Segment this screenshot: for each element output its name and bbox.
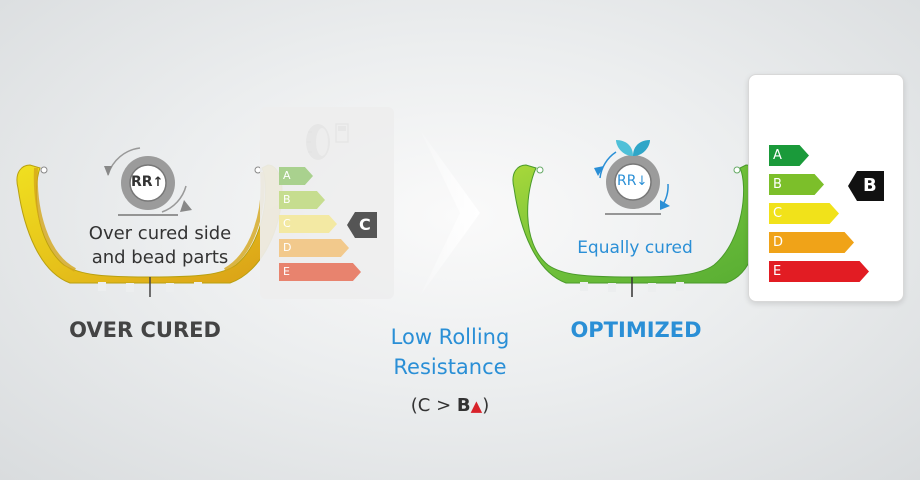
tire-section-optimized xyxy=(512,164,761,297)
title-optimized: OPTIMIZED xyxy=(570,318,702,342)
grade-badge-left: C xyxy=(347,212,377,238)
rr-up-icon xyxy=(104,147,192,216)
left-bar-b: B xyxy=(279,191,325,209)
title-low-rolling-resistance: Low Rolling Resistance xyxy=(390,325,510,379)
red-up-triangle-icon: ▲ xyxy=(470,397,483,415)
right-bar-d: D xyxy=(769,232,854,253)
title-over-cured: OVER CURED xyxy=(69,318,221,342)
left-bar-e: E xyxy=(279,263,361,281)
right-bar-e: E xyxy=(769,261,869,282)
rr-label-left: RR↑ xyxy=(131,174,164,190)
grade-badge-right: B xyxy=(848,171,884,201)
right-bar-b: B xyxy=(769,174,824,195)
rr-down-icon xyxy=(594,140,670,215)
rr-label-right: RR↓ xyxy=(617,173,648,189)
comparison-note: (C > B▲) xyxy=(410,395,490,416)
left-bar-a: A xyxy=(279,167,313,185)
left-bar-c: C xyxy=(279,215,337,233)
caption-over-cured: Over cured side and bead parts xyxy=(88,223,232,268)
right-bar-c: C xyxy=(769,203,839,224)
caption-equally-cured: Equally cured xyxy=(577,238,693,258)
arrow-chevron-icon xyxy=(420,130,480,296)
right-bar-a: A xyxy=(769,145,809,166)
left-bar-d: D xyxy=(279,239,349,257)
